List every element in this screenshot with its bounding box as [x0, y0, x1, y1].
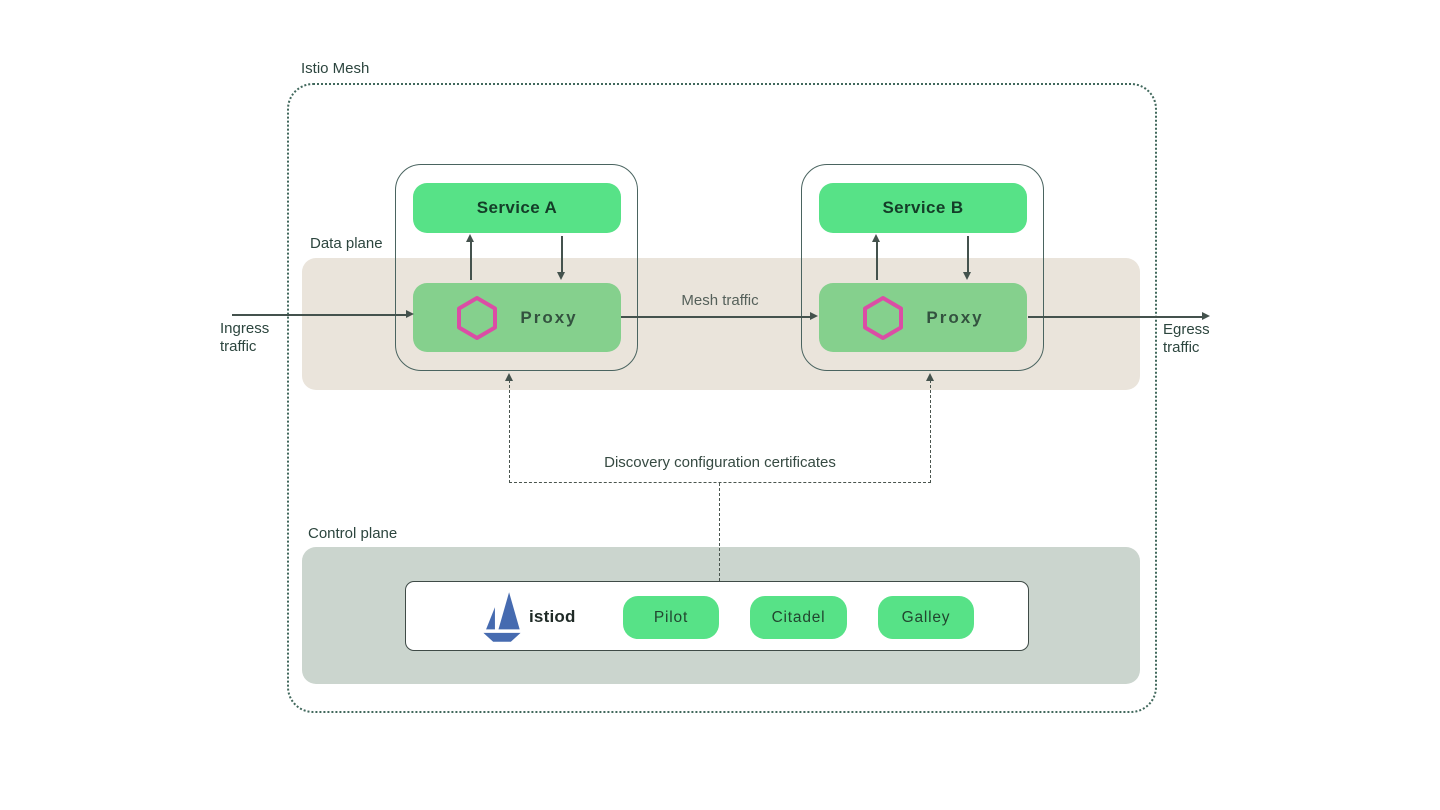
egress-traffic-arrow	[1028, 316, 1203, 318]
discovery-dashed-line-to-istiod	[719, 483, 720, 581]
arrowhead-right-icon	[810, 312, 818, 320]
arrowhead-right-icon	[1202, 312, 1210, 320]
citadel-component: Citadel	[750, 596, 847, 639]
service-a-to-proxy-a-arrow	[561, 236, 563, 275]
discovery-dashed-line-left	[509, 380, 510, 483]
citadel-label: Citadel	[771, 608, 826, 626]
arrowhead-down-icon	[963, 272, 971, 280]
istio-mesh-boundary	[287, 83, 1157, 713]
istio-sailboat-logo	[483, 592, 521, 642]
egress-traffic-label: Egress traffic	[1163, 321, 1210, 357]
galley-component: Galley	[878, 596, 974, 639]
data-plane-label: Data plane	[310, 235, 383, 252]
arrowhead-up-icon	[872, 234, 880, 242]
ingress-traffic-label: Ingress traffic	[220, 320, 270, 356]
arrowhead-right-icon	[406, 310, 414, 318]
proxy-b-to-service-b-arrow	[876, 241, 878, 280]
service-a-label: Service A	[476, 198, 558, 217]
arrowhead-up-icon	[466, 234, 474, 242]
mesh-traffic-arrow	[621, 316, 811, 318]
proxy-a-box: Proxy	[413, 283, 621, 352]
hexagon-icon	[863, 295, 904, 340]
pilot-label: Pilot	[653, 608, 689, 626]
hexagon-icon	[457, 295, 498, 340]
proxy-a-label: Proxy	[520, 307, 578, 327]
istiod-box: istiod Pilot Citadel Galley	[405, 581, 1029, 651]
ingress-traffic-arrow	[232, 314, 407, 316]
service-a-box: Service A	[413, 183, 621, 233]
galley-label: Galley	[901, 608, 951, 626]
arrowhead-up-icon	[505, 373, 513, 381]
service-b-to-proxy-b-arrow	[967, 236, 969, 275]
control-plane-label: Control plane	[308, 525, 398, 542]
proxy-b-box: Proxy	[819, 283, 1027, 352]
discovery-dashed-line-right	[930, 380, 931, 483]
service-b-label: Service B	[882, 198, 964, 217]
discovery-configuration-label: Discovery configuration certificates	[604, 454, 836, 471]
pod-b-boundary	[801, 164, 1044, 371]
discovery-dashed-line-horizontal	[509, 482, 931, 483]
service-b-box: Service B	[819, 183, 1027, 233]
pod-a-boundary	[395, 164, 638, 371]
arrowhead-down-icon	[557, 272, 565, 280]
proxy-a-to-service-a-arrow	[470, 241, 472, 280]
istio-mesh-title: Istio Mesh	[301, 60, 370, 77]
proxy-b-label: Proxy	[926, 307, 984, 327]
pilot-component: Pilot	[623, 596, 719, 639]
istiod-label: istiod	[529, 607, 576, 626]
mesh-traffic-label: Mesh traffic	[681, 292, 759, 309]
arrowhead-up-icon	[926, 373, 934, 381]
